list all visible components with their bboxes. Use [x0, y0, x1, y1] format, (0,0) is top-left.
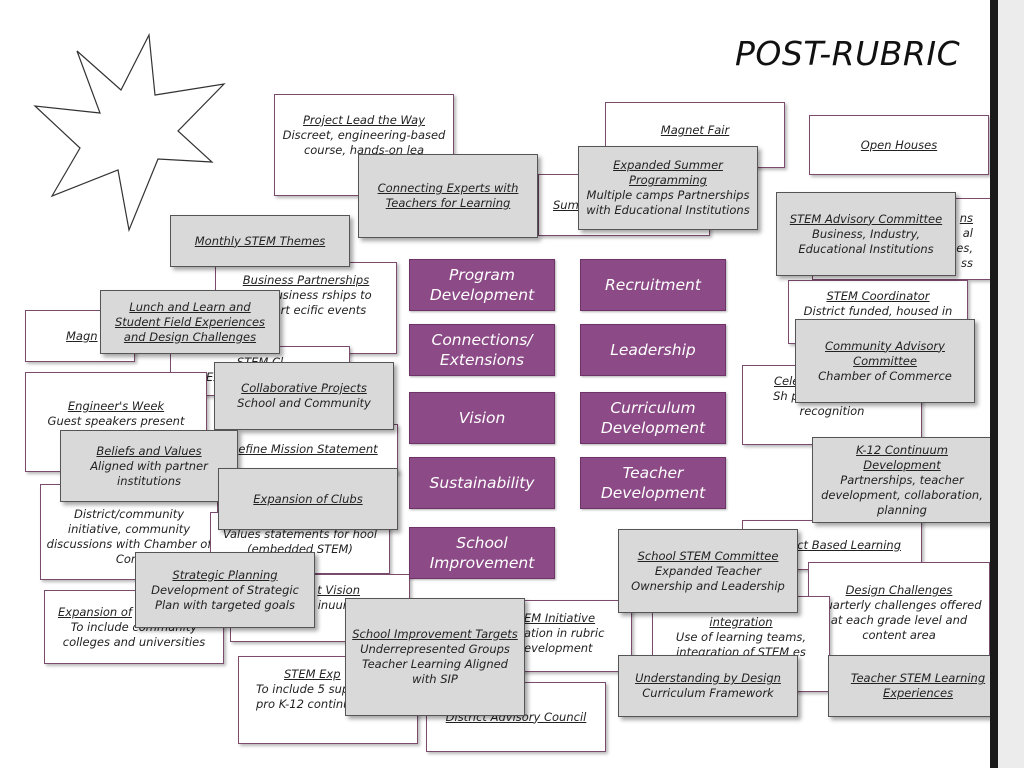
overlay-heading: Expanded Summer Programming [613, 158, 723, 187]
slide: POST-RUBRIC Project Lead the Way Discree… [25, 32, 990, 752]
overlay-school-stem-committee: School STEM Committee Expanded Teacher O… [618, 529, 798, 613]
category-sustainability: Sustainability [409, 457, 555, 509]
overlay-body: Multiple camps Partnerships with Educati… [586, 188, 750, 217]
overlay-body: Curriculum Framework [642, 686, 774, 700]
category-recruitment: Recruitment [580, 259, 726, 311]
card-body: District funded, housed in [803, 304, 953, 318]
overlay-collaborative-projects: Collaborative Projects School and Commun… [214, 362, 394, 430]
card-heading: Engineer's Week [67, 399, 165, 413]
overlay-heading: Teacher STEM Learning Experiences [850, 671, 986, 700]
card-heading: Business Partnerships [242, 273, 370, 287]
overlay-strategic-planning: Strategic Planning Development of Strate… [135, 552, 315, 628]
overlay-connecting-experts: Connecting Experts with Teachers for Lea… [358, 154, 538, 238]
category-teacher-development: Teacher Development [580, 457, 726, 509]
card-body: Guest speakers present [47, 414, 185, 428]
card-body: al es, ss [956, 226, 973, 270]
overlay-heading: K-12 Continuum Development [856, 442, 948, 472]
card-heading: EM Initiative [524, 611, 596, 625]
overlay-heading: Connecting Experts with Teachers for Lea… [377, 181, 519, 210]
overlay-body: Partnerships, teacher development, colla… [821, 472, 983, 517]
overlay-heading: Collaborative Projects [241, 381, 367, 395]
card-define-mission-statement: efine Mission Statement [218, 424, 398, 474]
overlay-k12-continuum-development: K-12 Continuum Development Partnerships,… [812, 437, 990, 523]
overlay-heading: School Improvement Targets [352, 627, 518, 641]
category-connections-extensions: Connections/ Extensions [409, 324, 555, 376]
card-body: District/community initiative, community… [46, 507, 212, 566]
card-heading: ct Based Learning [797, 537, 901, 552]
card-body: Quarterly challenges offered at each gra… [816, 598, 982, 642]
overlay-body: Business, Industry, Educational Institut… [798, 226, 934, 256]
category-vision: Vision [409, 392, 555, 444]
category-leadership: Leadership [580, 324, 726, 376]
overlay-heading: Community Advisory Committee [825, 338, 945, 368]
card-heading: Design Challenges [845, 583, 953, 597]
overlay-heading: STEM Advisory Committee [789, 211, 943, 226]
slide-edge-margin [998, 0, 1024, 768]
card-design-challenges: Design Challenges Quarterly challenges o… [808, 562, 990, 662]
card-heading: STEM Exp [284, 667, 341, 681]
card-body: ation in rubric evelopment [524, 626, 605, 655]
overlay-community-advisory-committee: Community Advisory Committee Chamber of … [795, 319, 975, 403]
overlay-heading: Beliefs and Values [96, 443, 202, 458]
category-program-development: Program Development [409, 259, 555, 311]
card-heading: Magn [66, 328, 98, 343]
overlay-expansion-of-clubs: Expansion of Clubs [218, 468, 398, 530]
card-heading: Open Houses [860, 137, 938, 152]
overlay-heading: Expansion of Clubs [253, 491, 363, 506]
starburst-shape [33, 32, 226, 233]
card-heading: Sum [553, 197, 579, 212]
page-title: POST-RUBRIC [735, 34, 961, 73]
overlay-heading: Monthly STEM Themes [194, 233, 326, 248]
category-school-improvement: School Improvement [409, 527, 555, 579]
overlay-body: Underrepresented Groups Teacher Learning… [360, 642, 510, 686]
overlay-understanding-by-design: Understanding by Design Curriculum Frame… [618, 655, 798, 717]
card-heading: ns [959, 211, 973, 225]
overlay-school-improvement-targets: School Improvement Targets Underrepresen… [345, 598, 525, 716]
overlay-body: Development of Strategic Plan with targe… [151, 582, 299, 612]
card-heading: Project Lead the Way [302, 113, 426, 127]
overlay-body: Expanded Teacher Ownership and Leadershi… [631, 563, 785, 593]
overlay-body: Aligned with partner institutions [90, 458, 208, 488]
slide-edge-shadow [990, 0, 998, 768]
overlay-monthly-stem-themes: Monthly STEM Themes [170, 215, 350, 267]
overlay-stem-advisory-committee: STEM Advisory Committee Business, Indust… [776, 192, 956, 276]
overlay-expanded-summer-programming: Expanded Summer Programming Multiple cam… [578, 146, 758, 230]
overlay-lunch-and-learn: Lunch and Learn and Student Field Experi… [100, 290, 280, 354]
card-heading: STEM Coordinator [826, 289, 930, 303]
overlay-body: School and Community [237, 396, 371, 410]
overlay-heading: Understanding by Design [635, 671, 781, 685]
overlay-body: Chamber of Commerce [818, 368, 952, 383]
overlay-heading: School STEM Committee [637, 548, 779, 563]
card-heading: integration [709, 615, 773, 629]
card-heading: efine Mission Statement [238, 441, 378, 456]
card-heading: Magnet Fair [660, 123, 730, 137]
card-heading: Expansion of [58, 605, 132, 619]
card-heading: t Vision [317, 583, 360, 597]
overlay-heading: Strategic Planning [172, 567, 278, 582]
card-open-houses: Open Houses [809, 115, 989, 175]
card-body: Discreet, engineering-based course, hand… [282, 128, 446, 157]
category-curriculum-development: Curriculum Development [580, 392, 726, 444]
overlay-heading: Lunch and Learn and Student Field Experi… [114, 299, 266, 344]
overlay-beliefs-and-values: Beliefs and Values Aligned with partner … [60, 430, 238, 502]
overlay-teacher-stem-learning-experiences: Teacher STEM Learning Experiences [828, 655, 990, 717]
